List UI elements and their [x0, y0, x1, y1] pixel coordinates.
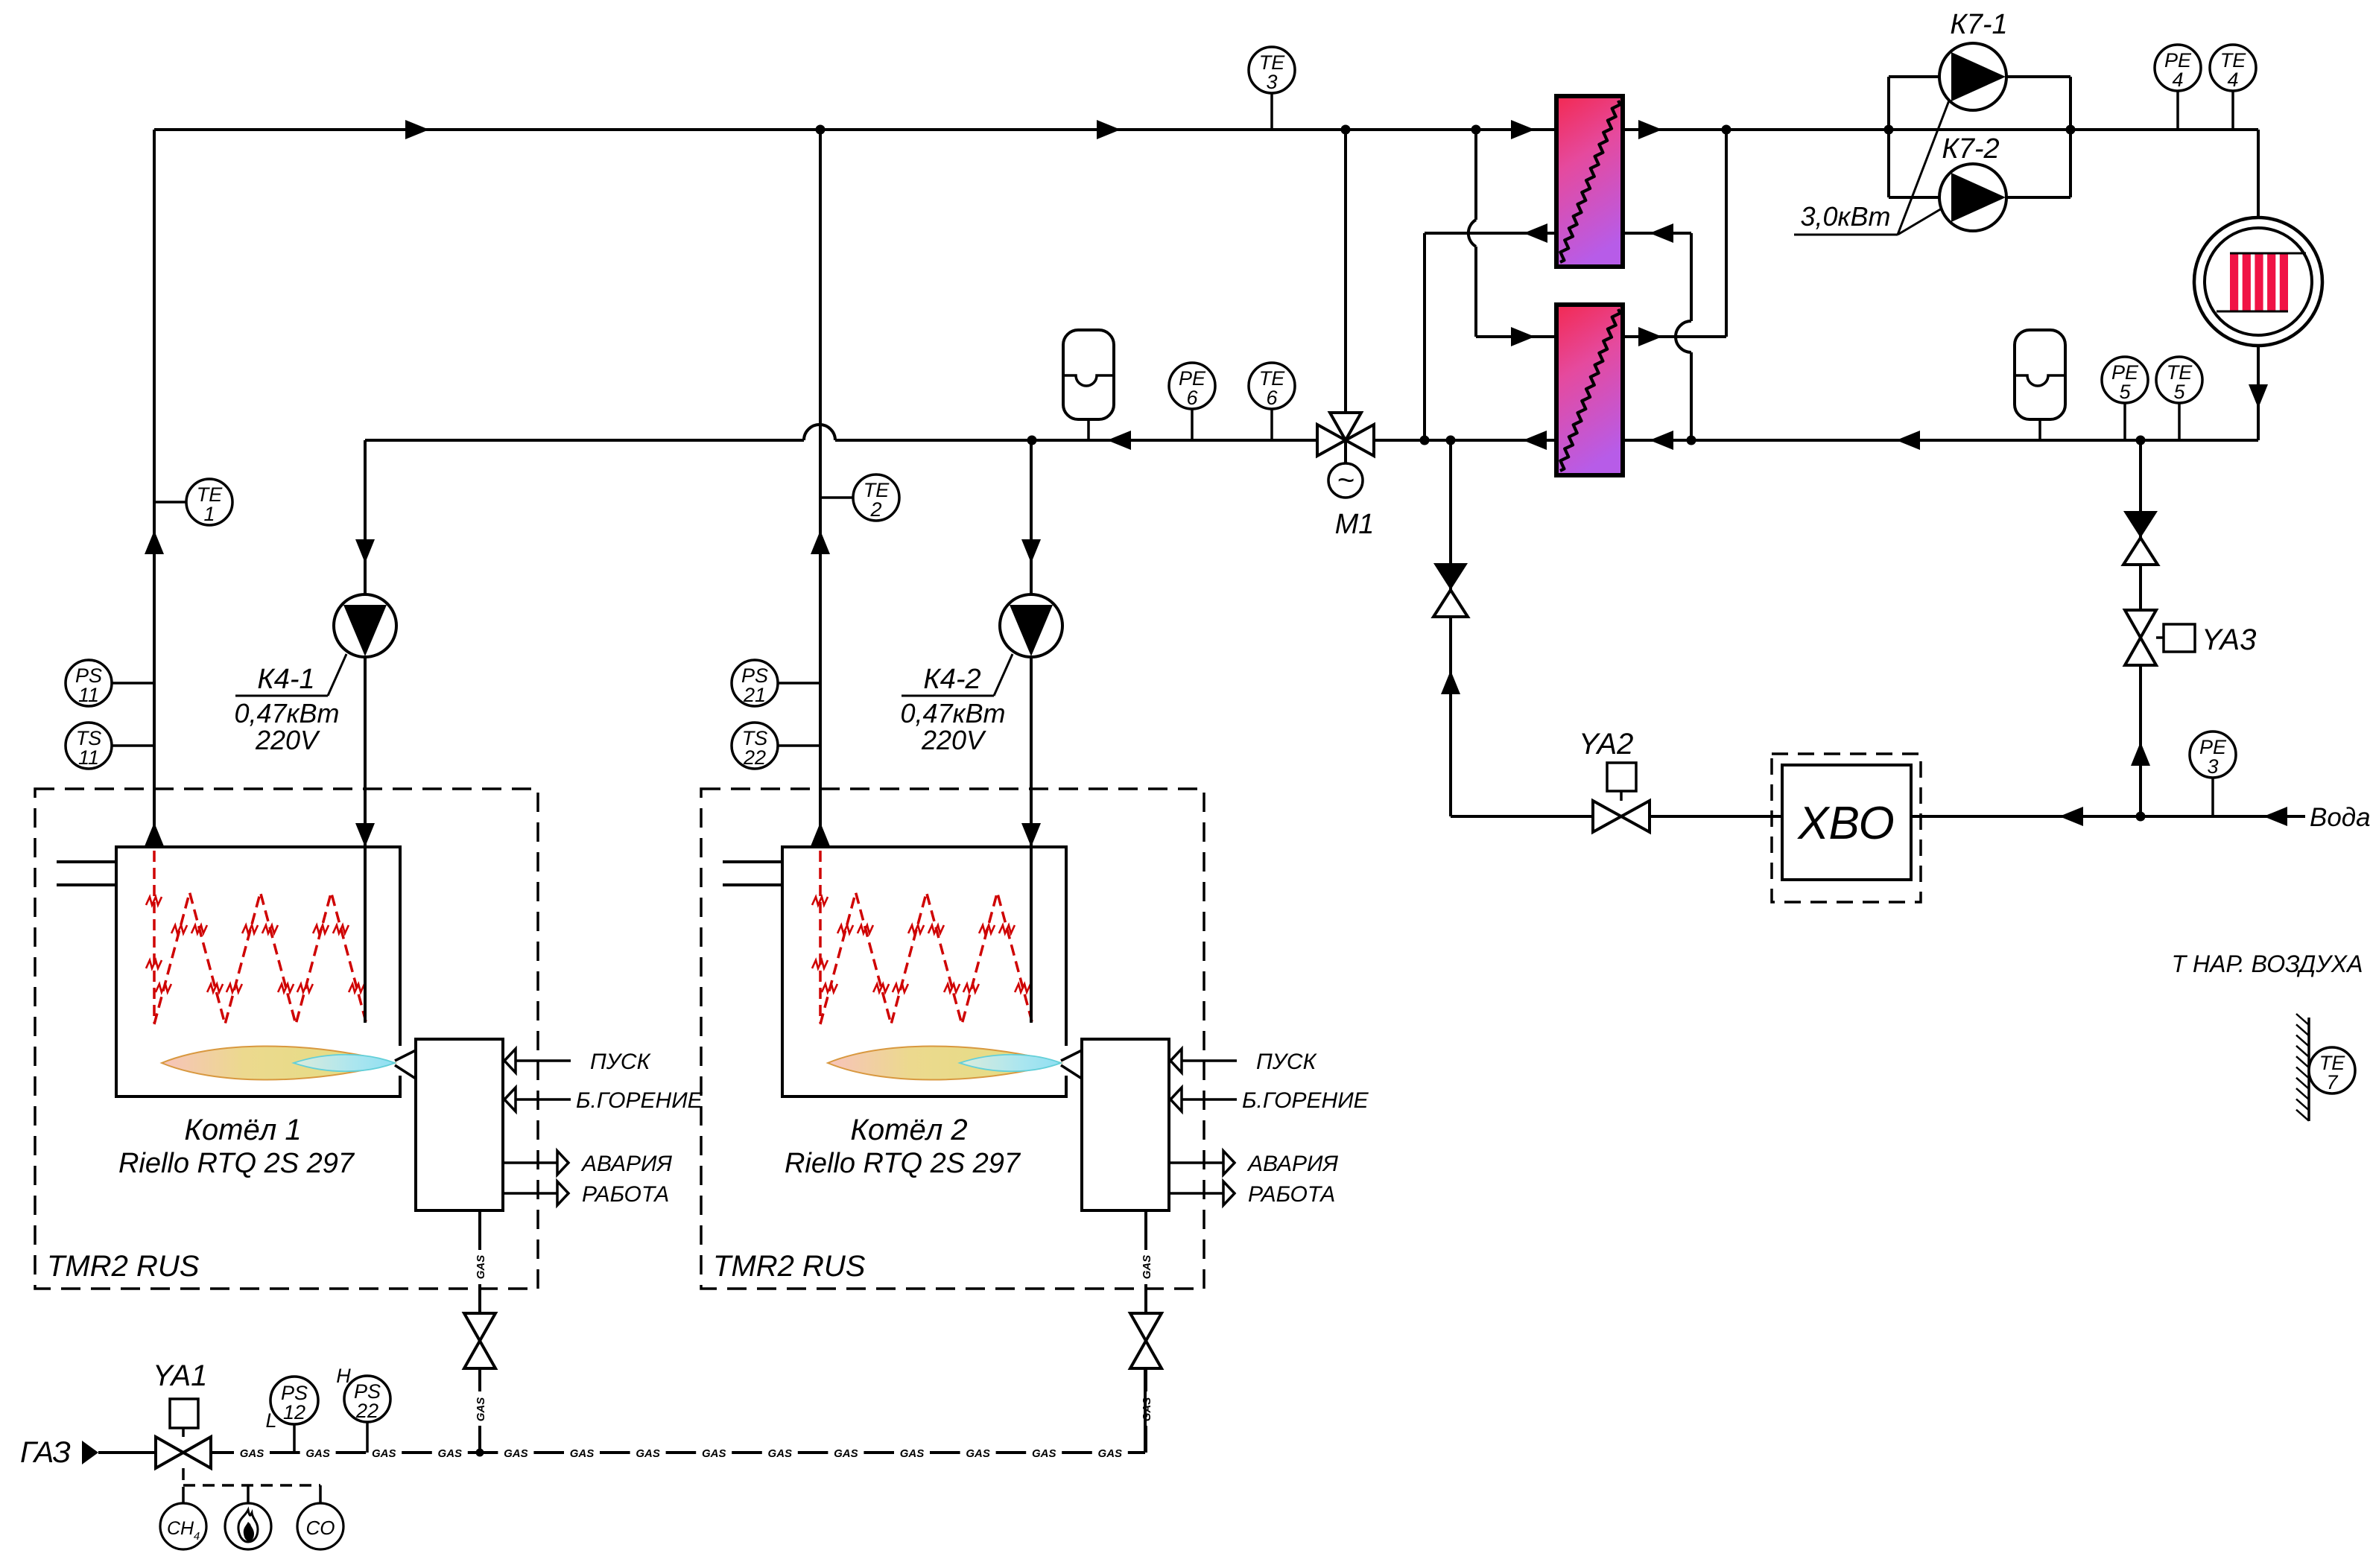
svg-text:4: 4: [2172, 69, 2183, 91]
svg-text:Вода: Вода: [2310, 803, 2370, 832]
svg-text:Котёл 2: Котёл 2: [850, 1114, 967, 1146]
svg-text:GAS: GAS: [475, 1255, 487, 1280]
svg-text:1: 1: [203, 503, 215, 525]
svg-text:АВАРИЯ: АВАРИЯ: [1246, 1152, 1339, 1176]
svg-text:РАБОТА: РАБОТА: [1248, 1182, 1335, 1207]
svg-text:Котёл 1: Котёл 1: [184, 1114, 301, 1146]
svg-text:5: 5: [2119, 381, 2131, 403]
svg-text:TMR2 RUS: TMR2 RUS: [47, 1250, 200, 1283]
svg-text:GAS: GAS: [504, 1447, 528, 1460]
svg-text:220V: 220V: [921, 725, 986, 755]
svg-text:ПУСК: ПУСК: [1256, 1050, 1318, 1074]
svg-text:GAS: GAS: [1098, 1447, 1123, 1460]
svg-text:4: 4: [194, 1530, 200, 1543]
svg-text:GAS: GAS: [702, 1447, 726, 1460]
svg-text:TE: TE: [2220, 49, 2246, 72]
svg-text:ПУСК: ПУСК: [590, 1050, 652, 1074]
svg-text:22: 22: [355, 1400, 378, 1422]
svg-text:АВАРИЯ: АВАРИЯ: [580, 1152, 673, 1176]
svg-text:H: H: [336, 1365, 351, 1387]
svg-text:GAS: GAS: [834, 1447, 858, 1460]
svg-text:L: L: [265, 1409, 276, 1432]
svg-text:PE: PE: [2199, 736, 2227, 758]
svg-text:YA3: YA3: [2202, 623, 2256, 656]
svg-text:PE: PE: [2164, 49, 2192, 72]
svg-text:Riello RTQ 2S 297: Riello RTQ 2S 297: [118, 1148, 355, 1179]
svg-text:TS: TS: [76, 727, 102, 749]
svg-text:PS: PS: [281, 1382, 308, 1404]
svg-text:YA1: YA1: [153, 1359, 207, 1392]
svg-text:TE: TE: [864, 479, 890, 501]
svg-text:220V: 220V: [255, 725, 320, 755]
svg-text:PS: PS: [75, 664, 102, 687]
svg-text:РАБОТА: РАБОТА: [582, 1182, 669, 1207]
svg-text:TE: TE: [2319, 1052, 2345, 1074]
svg-text:ГАЗ: ГАЗ: [20, 1436, 71, 1469]
svg-text:GAS: GAS: [475, 1397, 487, 1422]
svg-text:GAS: GAS: [1141, 1255, 1153, 1280]
svg-text:CO: CO: [306, 1517, 335, 1539]
svg-text:PE: PE: [2111, 361, 2139, 384]
svg-text:22: 22: [743, 746, 766, 769]
svg-text:TS: TS: [742, 727, 768, 749]
svg-text:PS: PS: [741, 664, 768, 687]
svg-text:PS: PS: [354, 1380, 381, 1403]
svg-text:К4-1: К4-1: [257, 664, 314, 695]
svg-text:M1: M1: [1335, 509, 1375, 540]
svg-text:GAS: GAS: [372, 1447, 396, 1460]
svg-text:CH: CH: [167, 1518, 194, 1539]
svg-text:GAS: GAS: [305, 1447, 330, 1460]
svg-text:GAS: GAS: [1032, 1447, 1056, 1460]
svg-text:6: 6: [1186, 387, 1198, 409]
svg-text:К4-2: К4-2: [923, 664, 980, 695]
svg-text:Riello RTQ 2S 297: Riello RTQ 2S 297: [785, 1148, 1021, 1179]
svg-text:TE: TE: [1259, 367, 1285, 390]
svg-text:GAS: GAS: [240, 1447, 264, 1460]
svg-text:TE: TE: [2167, 361, 2193, 384]
svg-text:3: 3: [2207, 755, 2218, 778]
svg-text:PE: PE: [1179, 367, 1206, 390]
svg-text:TE: TE: [1259, 51, 1285, 74]
svg-text:3,0кВт: 3,0кВт: [1800, 201, 1890, 232]
svg-text:GAS: GAS: [900, 1447, 925, 1460]
svg-text:0,47кВт: 0,47кВт: [234, 698, 339, 729]
svg-text:Б.ГОРЕНИЕ: Б.ГОРЕНИЕ: [576, 1088, 703, 1113]
svg-text:11: 11: [78, 684, 99, 706]
svg-text:YA2: YA2: [1579, 728, 1633, 761]
svg-text:6: 6: [1266, 387, 1278, 409]
svg-text:~: ~: [1337, 464, 1354, 497]
svg-text:21: 21: [743, 684, 766, 706]
svg-text:TE: TE: [197, 483, 223, 506]
svg-text:12: 12: [283, 1401, 305, 1423]
svg-text:11: 11: [78, 746, 99, 769]
svg-text:GAS: GAS: [636, 1447, 660, 1460]
svg-text:К7-1: К7-1: [1950, 9, 2007, 40]
svg-text:GAS: GAS: [570, 1447, 595, 1460]
svg-text:7: 7: [2326, 1071, 2338, 1094]
svg-text:К7-2: К7-2: [1942, 133, 1999, 165]
svg-text:3: 3: [1266, 71, 1277, 93]
svg-text:GAS: GAS: [1141, 1397, 1153, 1422]
svg-text:GAS: GAS: [966, 1447, 990, 1460]
svg-text:Т НАР. ВОЗДУХА: Т НАР. ВОЗДУХА: [2172, 950, 2363, 977]
svg-text:GAS: GAS: [438, 1447, 463, 1460]
svg-text:4: 4: [2227, 69, 2238, 91]
svg-text:0,47кВт: 0,47кВт: [900, 698, 1005, 729]
svg-text:ХВО: ХВО: [1796, 798, 1895, 849]
svg-text:5: 5: [2173, 381, 2185, 403]
svg-text:TMR2 RUS: TMR2 RUS: [713, 1250, 866, 1283]
svg-text:2: 2: [869, 498, 881, 521]
svg-text:GAS: GAS: [768, 1447, 793, 1460]
svg-text:Б.ГОРЕНИЕ: Б.ГОРЕНИЕ: [1242, 1088, 1369, 1113]
